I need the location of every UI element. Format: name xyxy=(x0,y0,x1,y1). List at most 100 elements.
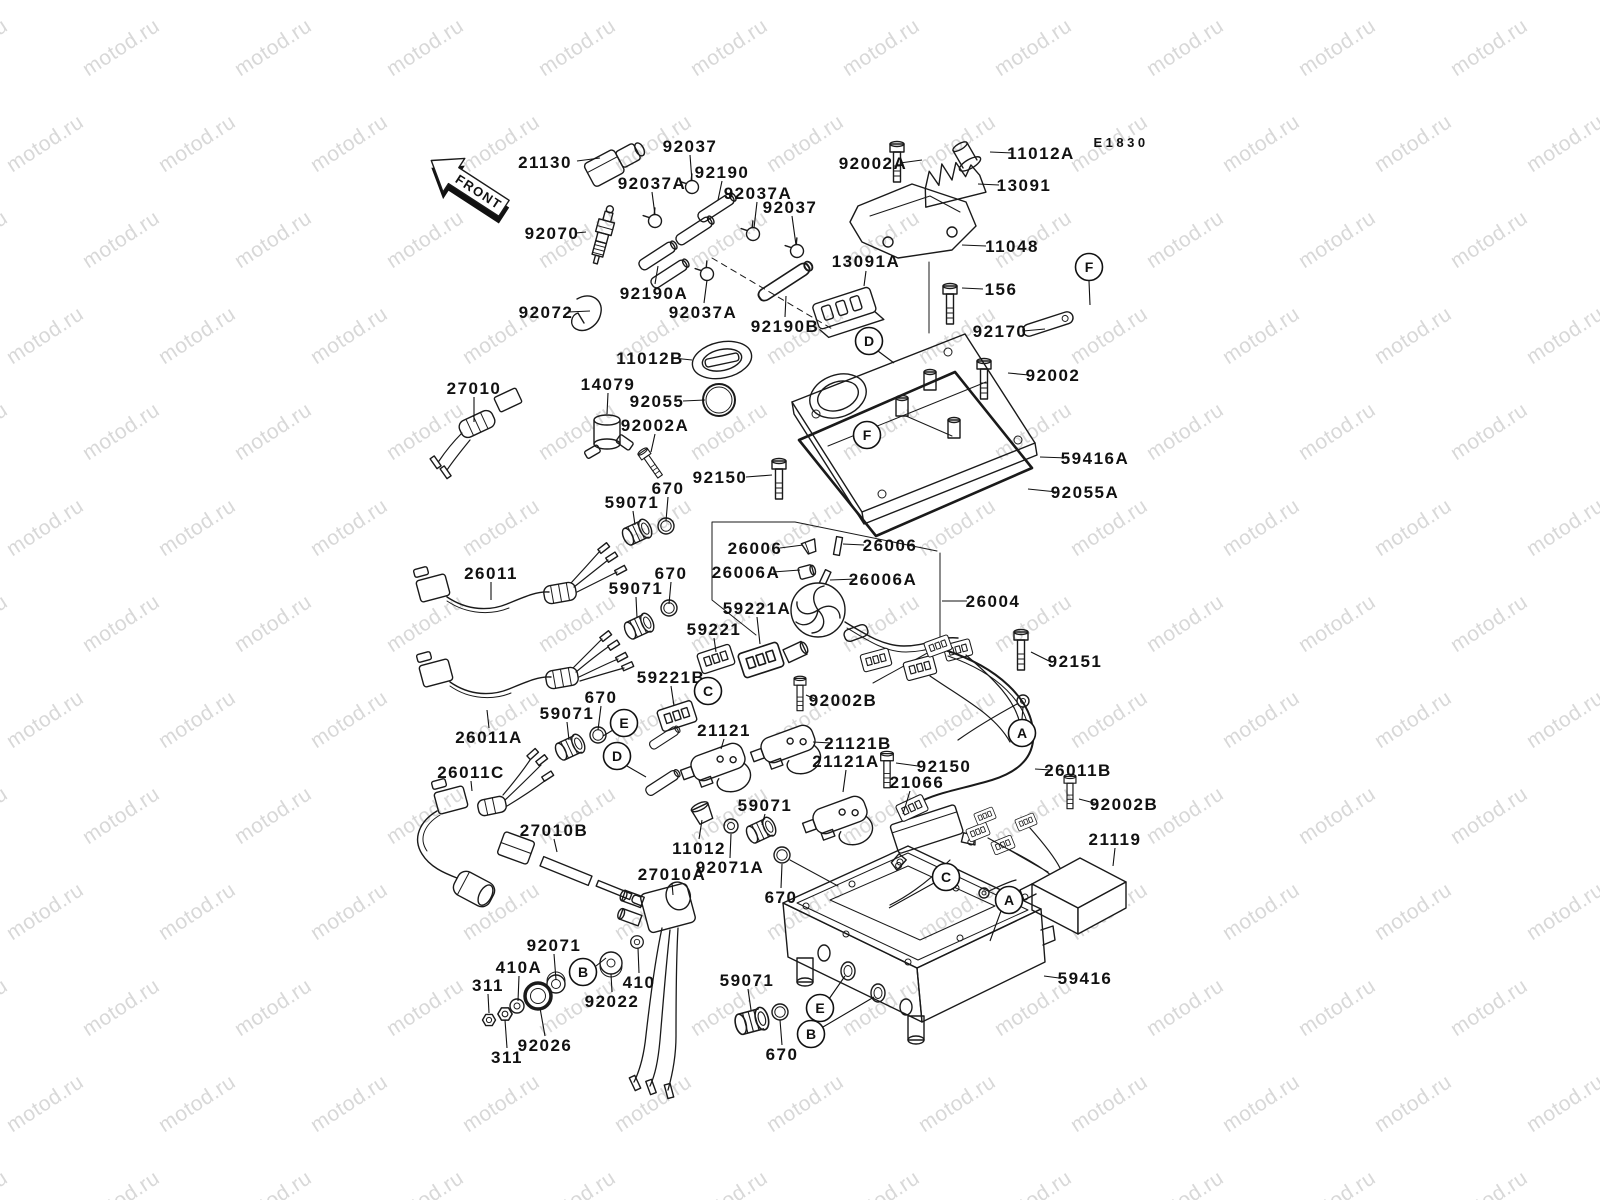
part-label-14079: 14079 xyxy=(581,375,636,394)
part-label-59071: 59071 xyxy=(605,493,660,512)
part-label-26011A: 26011A xyxy=(455,728,523,747)
part-label-11048: 11048 xyxy=(985,237,1039,256)
oring-92055-art xyxy=(702,383,736,417)
callout-letter: E xyxy=(815,1000,824,1016)
leader-line xyxy=(977,183,1000,186)
callout-line xyxy=(602,729,614,737)
regulator-21066-art xyxy=(889,804,976,871)
part-label-26011: 26011 xyxy=(464,564,518,583)
leader-line xyxy=(1078,798,1099,805)
leader-line xyxy=(672,357,693,361)
leader-line xyxy=(517,975,520,1002)
part-label-21130: 21130 xyxy=(518,153,572,172)
leader-line xyxy=(761,813,766,826)
leader-line xyxy=(842,543,865,546)
leader-line xyxy=(553,838,558,853)
part-label-311: 311 xyxy=(472,976,504,995)
part-label-59416A: 59416A xyxy=(1061,449,1130,468)
cap-11012-art xyxy=(690,801,714,825)
part-label-27010: 27010 xyxy=(447,379,502,398)
part-label-E1830: E1830 xyxy=(1093,135,1148,150)
callout-letter: F xyxy=(863,427,872,443)
part-label-59071: 59071 xyxy=(609,579,664,598)
oring-670-art xyxy=(773,846,791,864)
cable-26011A-art xyxy=(415,630,635,699)
part-label-92150: 92150 xyxy=(693,468,748,487)
part-label-27010A: 27010A xyxy=(638,865,707,884)
sensor-27010-art xyxy=(429,387,523,480)
leader-line xyxy=(779,544,804,549)
leader-line xyxy=(863,270,867,287)
gasket-92055A-art xyxy=(797,370,1034,538)
part-label-92072: 92072 xyxy=(519,303,574,322)
plug-59071-art xyxy=(743,814,780,847)
connector-59221A-art xyxy=(736,640,786,680)
leader-line xyxy=(637,947,640,974)
callout-circle xyxy=(602,741,632,771)
callout-letter: C xyxy=(703,683,713,699)
part-label-92151: 92151 xyxy=(1048,652,1103,671)
part-label-26006A: 26006A xyxy=(712,563,781,582)
holder-13091A-art xyxy=(812,286,885,339)
leader-line xyxy=(791,215,797,246)
leader-line xyxy=(597,705,602,731)
part-label-11012A: 11012A xyxy=(1007,144,1075,163)
oring-670-art xyxy=(771,1003,789,1021)
leader-line xyxy=(729,833,732,859)
callout-letter: B xyxy=(578,964,588,980)
leader-line xyxy=(575,231,587,234)
callout-letter: F xyxy=(1085,259,1094,275)
leader-line xyxy=(902,790,911,815)
part-label-670: 670 xyxy=(652,479,685,498)
callout-circle xyxy=(568,957,598,987)
callout-letter: E xyxy=(619,715,628,731)
part-label-92190: 92190 xyxy=(695,163,750,182)
cable-26011-art xyxy=(412,542,628,614)
callout-circle xyxy=(994,885,1024,915)
leader-line xyxy=(670,685,675,707)
leader-line xyxy=(713,637,717,653)
tubes-clamps-art xyxy=(636,173,835,331)
callout-letter: D xyxy=(864,333,874,349)
callout-circle xyxy=(854,326,884,356)
leader-line xyxy=(671,882,674,896)
leader-line xyxy=(635,596,638,619)
callout-circle xyxy=(805,993,835,1023)
sensor-27010B-art xyxy=(497,831,649,908)
leader-line xyxy=(812,741,832,744)
part-label-92002A: 92002A xyxy=(839,154,908,173)
leader-line xyxy=(805,694,818,701)
part-label-92002A: 92002A xyxy=(621,416,690,435)
leader-line xyxy=(650,433,656,453)
part-label-92037: 92037 xyxy=(763,198,818,217)
part-label-13091: 13091 xyxy=(997,176,1052,195)
part-label-92026: 92026 xyxy=(518,1036,573,1055)
callout-circle xyxy=(609,708,639,738)
part-label-11012B: 11012B xyxy=(616,349,684,368)
leader-line xyxy=(632,510,636,526)
callout-B: B xyxy=(796,1019,826,1049)
leader-line xyxy=(486,709,490,729)
part-label-27010B: 27010B xyxy=(520,821,589,840)
cluster-art xyxy=(889,806,1061,906)
callout-letter: D xyxy=(612,748,622,764)
part-label-92037A: 92037A xyxy=(724,184,793,203)
part-label-26011C: 26011C xyxy=(437,763,505,782)
leader-line xyxy=(717,180,723,201)
callout-circle xyxy=(1007,718,1037,748)
part-label-92037: 92037 xyxy=(663,137,718,156)
leader-line xyxy=(689,154,693,182)
leader-line xyxy=(829,578,858,581)
leader-line xyxy=(1034,768,1052,771)
leader-line xyxy=(651,191,656,216)
leader-line xyxy=(720,738,725,750)
callout-F: F xyxy=(1074,252,1104,282)
part-label-59071: 59071 xyxy=(540,704,595,723)
callout-line xyxy=(1021,706,1024,720)
part-label-11012: 11012 xyxy=(672,839,726,858)
nut-92071A-art xyxy=(723,818,739,834)
callout-letter: C xyxy=(941,869,951,885)
part-label-156: 156 xyxy=(985,280,1018,299)
part-label-21121A: 21121A xyxy=(812,752,880,771)
part-label-26011B: 26011B xyxy=(1044,761,1112,780)
